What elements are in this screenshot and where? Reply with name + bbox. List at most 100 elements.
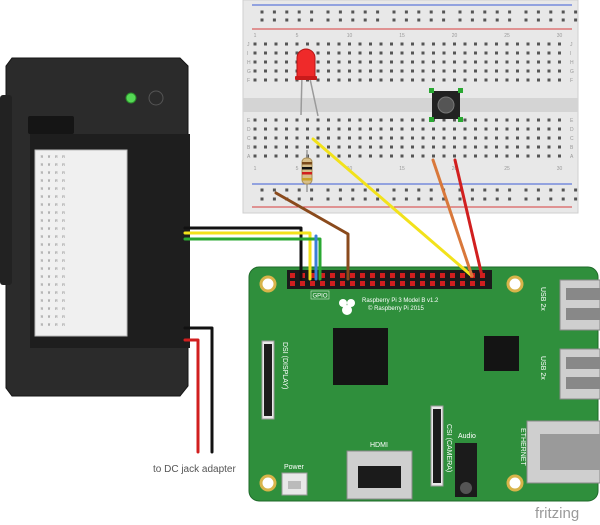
breadboard-hole <box>358 78 362 82</box>
breadboard-hole <box>369 136 372 140</box>
gpio-pin <box>320 281 325 286</box>
breadboard-hole <box>327 42 330 46</box>
breadboard-hole <box>316 69 320 73</box>
breadboard-hole <box>348 154 351 158</box>
breadboard-hole <box>400 145 404 149</box>
breadboard-hole <box>285 51 288 55</box>
breadboard-rail-hole <box>429 10 433 14</box>
breadboard-hole <box>253 60 257 64</box>
breadboard-hole <box>369 69 372 73</box>
breadboard-hole <box>274 78 278 82</box>
breadboard-rail-hole <box>549 10 553 14</box>
breadboard-rail-hole <box>524 10 528 14</box>
breadboard-hole <box>306 42 309 46</box>
breadboard-hole <box>505 51 509 55</box>
pushbutton-pin <box>458 88 463 93</box>
breadboard-rail-hole <box>297 18 301 22</box>
breadboard-hole <box>537 145 540 149</box>
pi-model-text: Raspberry Pi 3 Model B v1.2 <box>362 298 439 304</box>
breadboard-hole <box>379 42 383 46</box>
breadboard-hole <box>316 145 320 149</box>
csi-connector-slot <box>433 409 441 483</box>
breadboard-hole <box>348 118 351 122</box>
breadboard-hole <box>337 78 341 82</box>
breadboard-hole <box>474 145 477 149</box>
printer-feed-button[interactable] <box>148 90 164 106</box>
audio-jack-hole <box>460 482 472 494</box>
breadboard-hole <box>411 145 414 149</box>
printer-paper-line: ꟸ ꟸ ꟸ ꟸ <box>40 155 65 162</box>
breadboard-hole <box>400 127 404 131</box>
breadboard-row-letter: A <box>570 154 574 160</box>
breadboard-rail-hole <box>392 197 396 201</box>
printer-paper <box>34 149 128 337</box>
breadboard-hole <box>379 60 383 64</box>
breadboard-rail-hole <box>574 10 578 14</box>
breadboard-hole <box>495 154 498 158</box>
breadboard-hole <box>526 51 530 55</box>
breadboard-rail-hole <box>442 10 446 14</box>
breadboard-rail-hole <box>470 197 474 201</box>
breadboard-rail-hole <box>363 10 367 14</box>
breadboard-rail-hole <box>285 188 289 192</box>
breadboard-hole <box>453 42 456 46</box>
gpio-pin <box>410 281 415 286</box>
breadboard-hole <box>358 51 362 55</box>
breadboard-rail-hole <box>272 197 276 201</box>
breadboard-rail-hole <box>363 197 367 201</box>
breadboard-hole <box>474 42 477 46</box>
breadboard-row-letter: C <box>570 136 574 142</box>
gpio-pin <box>440 273 445 278</box>
breadboard-hole <box>421 69 425 73</box>
breadboard-row-letter: F <box>570 78 573 84</box>
breadboard-hole <box>369 118 372 122</box>
breadboard-row-letter: G <box>570 69 574 75</box>
gpio-pin <box>350 281 355 286</box>
breadboard-hole <box>379 78 383 82</box>
breadboard-hole <box>463 51 467 55</box>
breadboard-hole <box>505 145 509 149</box>
breadboard-hole <box>411 154 414 158</box>
breadboard-hole <box>558 118 561 122</box>
breadboard-hole <box>484 42 488 46</box>
breadboard-hole <box>411 136 414 140</box>
breadboard-row-number: 20 <box>452 33 458 39</box>
breadboard-rail-hole <box>549 197 553 201</box>
breadboard-rail-hole <box>297 197 301 201</box>
power-port-opening <box>288 481 301 489</box>
breadboard-hole <box>316 154 320 158</box>
breadboard-hole <box>547 154 551 158</box>
led-body <box>296 48 316 79</box>
breadboard-hole <box>285 78 288 82</box>
breadboard-hole <box>463 118 467 122</box>
raspberry-logo-berry <box>342 305 352 315</box>
breadboard-hole <box>484 154 488 158</box>
breadboard-hole <box>442 118 446 122</box>
breadboard-rail-hole <box>376 197 380 201</box>
breadboard-hole <box>484 127 488 131</box>
breadboard-hole <box>442 69 446 73</box>
breadboard-hole <box>379 136 383 140</box>
breadboard-hole <box>295 51 299 55</box>
breadboard-hole <box>264 127 267 131</box>
breadboard-row-number: 25 <box>504 166 510 172</box>
gpio-pin <box>340 273 345 278</box>
breadboard-rail-hole <box>524 197 528 201</box>
breadboard-rail-hole <box>404 10 408 14</box>
breadboard-hole <box>421 78 425 82</box>
mounting-hole <box>506 474 524 492</box>
breadboard-hole <box>358 127 362 131</box>
printer-paper-line: ꟸ ꟸ ꟸ ꟸ <box>40 179 65 186</box>
breadboard-rail-hole <box>442 197 446 201</box>
wire-dc-red <box>183 338 200 454</box>
breadboard-hole <box>484 51 488 55</box>
breadboard-row-letter: C <box>247 136 251 142</box>
breadboard-hole <box>295 145 299 149</box>
breadboard-hole <box>442 60 446 64</box>
breadboard-hole <box>474 60 477 64</box>
breadboard-hole <box>453 136 456 140</box>
dsi-connector-slot <box>264 344 272 416</box>
breadboard-hole <box>442 136 446 140</box>
breadboard-hole <box>474 127 477 131</box>
breadboard-hole <box>453 78 456 82</box>
